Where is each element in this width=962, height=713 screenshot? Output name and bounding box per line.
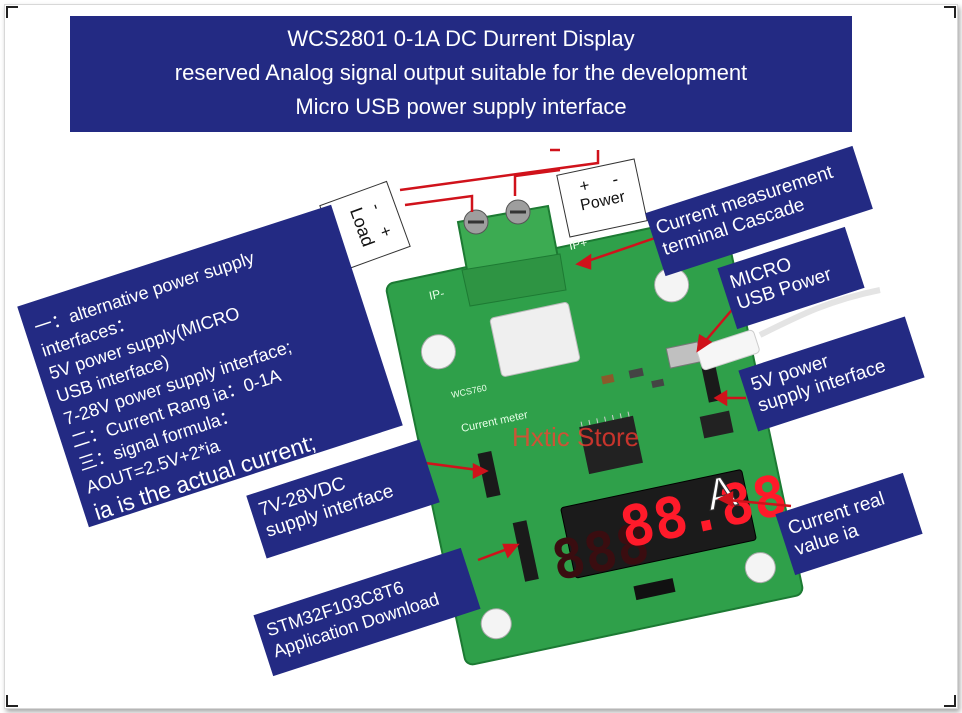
pcb-board xyxy=(385,213,804,666)
usb-cable xyxy=(665,287,881,371)
title-banner: WCS2801 0-1A DC Durrent Display reserved… xyxy=(70,16,852,132)
load-minus-sign: - xyxy=(366,200,387,213)
wire-arrows xyxy=(399,148,600,212)
power-plus-sign: + xyxy=(577,175,592,197)
title-line-1: WCS2801 0-1A DC Durrent Display xyxy=(287,26,635,51)
title-line-3: Micro USB power supply interface xyxy=(295,94,627,119)
load-plus-sign: + xyxy=(375,223,397,240)
frame-corner-mark xyxy=(6,695,18,707)
title-line-2: reserved Analog signal output suitable f… xyxy=(174,60,748,85)
frame-corner-mark xyxy=(6,6,18,18)
frame-corner-mark xyxy=(944,6,956,18)
watermark-text: Hxtic Store xyxy=(512,422,639,452)
screw-terminal xyxy=(456,199,567,307)
silk-ip-minus: IP- xyxy=(428,286,446,303)
frame-corner-mark xyxy=(944,695,956,707)
power-minus-sign: - xyxy=(610,169,620,190)
silk-ip-plus: IP+ xyxy=(568,235,589,253)
